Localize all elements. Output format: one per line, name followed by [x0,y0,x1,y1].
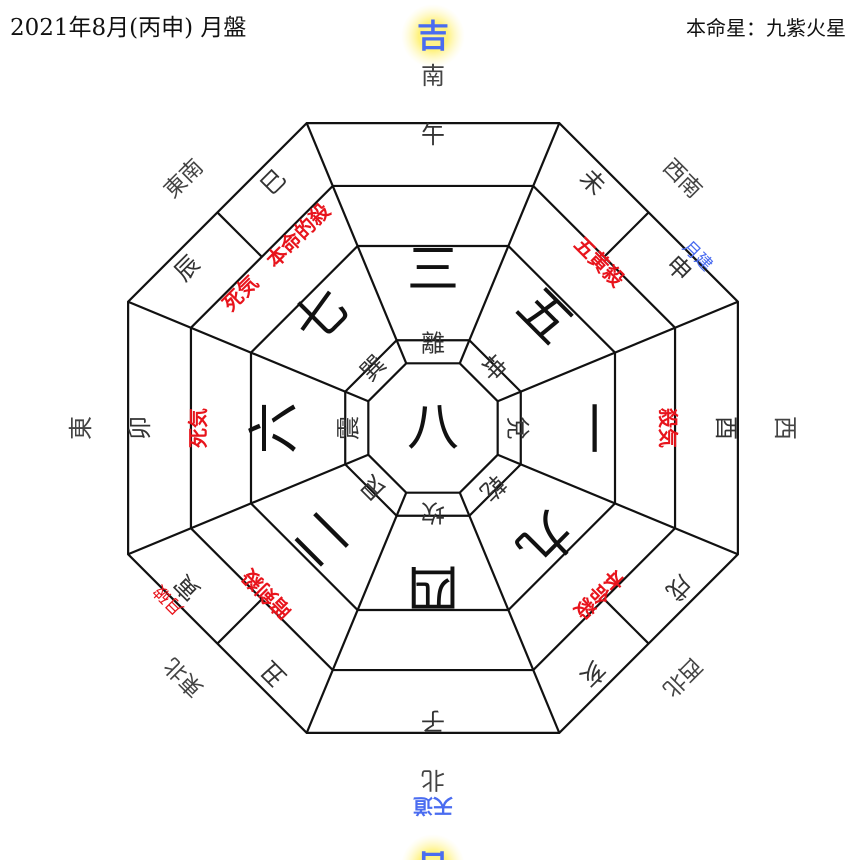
zodiac-label: 酉 [712,416,740,440]
direction-label: 西北 [657,652,706,701]
direction-label: 東 [67,416,95,440]
palace-divider [305,122,408,364]
direction-label: 西南 [657,155,706,204]
trigram-label: 艮 [355,469,392,506]
lucky-mark: 吉 [417,17,449,55]
zodiac-divider [603,598,650,645]
trigram-label: 巽 [355,350,392,387]
palace-divider [497,300,739,403]
lucky-glow [401,834,465,860]
honmei-star-label: 本命星：九紫火星 [686,16,846,40]
luck-mark: 死気 [186,408,210,448]
palace-star: 三 [407,240,459,300]
zodiac-divider [216,598,263,645]
zodiac-label: 午 [421,121,445,149]
trigram-label: 震 [335,416,363,440]
zodiac-divider [603,211,650,258]
palace-star: 四 [407,556,459,616]
palace-divider [127,453,369,556]
zodiac-label: 子 [421,707,445,735]
luck-mark: 死気 [218,271,263,316]
direction-label: 東南 [160,155,209,204]
palace-star: 七 [282,277,361,356]
palace-star: 六 [245,402,305,454]
trigram-label: 離 [421,330,445,358]
luck-mark: 天道 [413,794,453,818]
palace-divider [127,300,369,403]
zodiac-label: 卯 [126,416,154,440]
palace-star: 二 [282,500,361,579]
direction-label: 東北 [160,652,209,701]
direction-label: 南 [421,62,445,90]
board-lines [127,122,739,734]
direction-label: 北 [421,766,445,794]
board-texts: 南午離三吉西南未申坤五五黄殺月建西酉兌一殺気西北戌亥乾九本命殺北子坎四天道吉東北… [67,17,799,860]
board-title: 2021年8月(丙申) 月盤 [10,15,247,41]
palace-star: 五 [505,277,584,356]
lucky-glow [401,4,465,68]
luck-mark: 本命的殺 [261,198,335,272]
center-star: 八 [407,398,459,458]
trigram-label: 坎 [421,499,445,527]
palace-divider [305,492,408,734]
palace-star: 一 [561,402,621,454]
palace-divider [497,453,739,556]
trigram-label: 兌 [504,416,532,440]
direction-label: 西 [771,416,799,440]
zodiac-divider [216,211,263,258]
palace-divider [458,122,561,364]
trigram-label: 乾 [474,469,511,506]
luck-mark: 殺気 [656,407,680,448]
palace-star: 九 [505,500,584,579]
trigram-label: 坤 [474,350,511,387]
palace-divider [458,492,561,734]
glow-layer [401,4,465,860]
lucky-mark: 吉 [417,847,449,860]
